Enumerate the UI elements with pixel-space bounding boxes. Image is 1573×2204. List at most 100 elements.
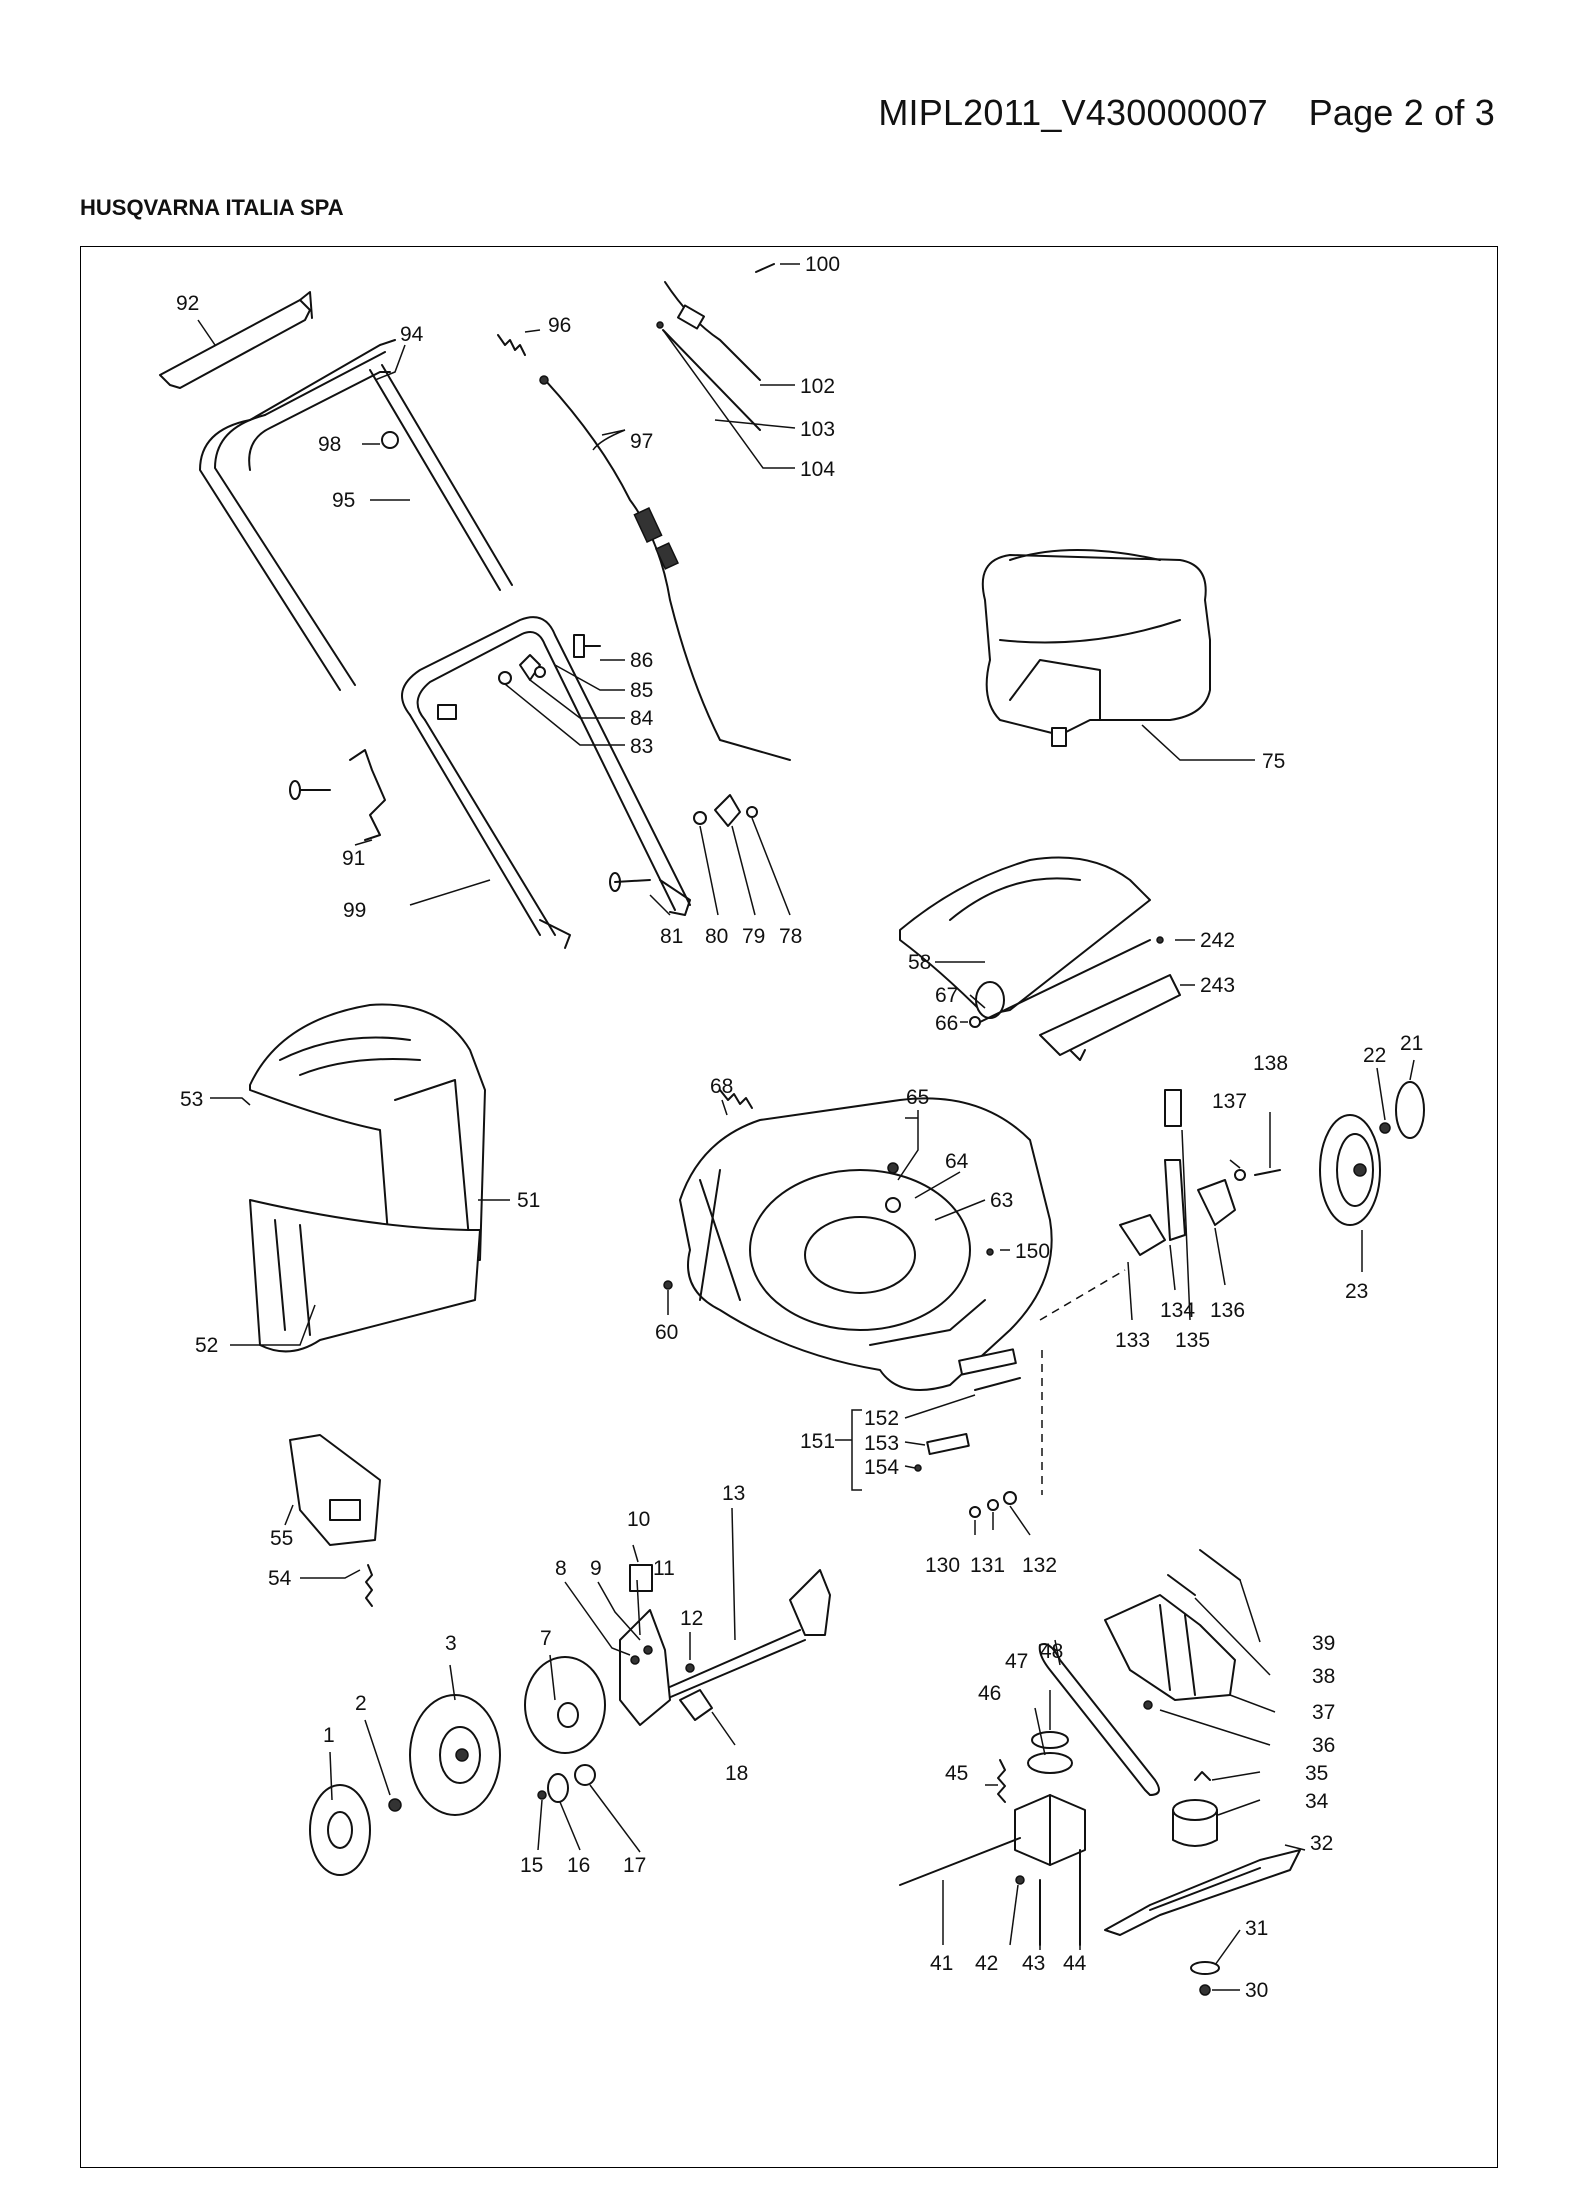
label-150: 150 [1015,1240,1050,1263]
pin-100 [755,263,775,273]
label-34: 34 [1305,1790,1329,1813]
handle-tube-95 [369,364,513,591]
label-48: 48 [1040,1640,1063,1663]
bolt-30 [1199,1984,1211,1996]
label-100: 100 [805,253,840,276]
label-60: 60 [655,1321,678,1344]
label-36: 36 [1312,1734,1335,1757]
pin-12 [685,1663,695,1673]
upper-handle-92 [159,291,313,389]
screw-154 [914,1464,922,1472]
label-138: 138 [1253,1052,1288,1075]
spring-45 [997,1759,1006,1803]
page-indicator: Page 2 of 3 [1308,92,1495,133]
document-number: MIPL2011_V430000007 [878,92,1268,133]
label-135: 135 [1175,1329,1210,1352]
label-32: 32 [1310,1832,1333,1855]
gear-7 [524,1656,606,1754]
label-3: 3 [445,1632,457,1655]
label-58: 58 [908,951,931,974]
label-137: 137 [1212,1090,1247,1113]
label-63: 63 [990,1189,1013,1212]
mower-deck-63 [679,1097,1053,1391]
label-9: 9 [590,1557,602,1580]
handle-tubes [199,339,396,691]
pulley-47 [1031,1731,1069,1749]
label-68: 68 [710,1075,733,1098]
bolt-81 [609,872,651,892]
label-91: 91 [342,847,365,870]
belt-48 [1038,1643,1160,1796]
rod-67 [979,939,1151,1023]
label-37: 37 [1312,1701,1335,1724]
blade-32 [1104,1849,1301,1936]
label-1: 1 [323,1724,335,1747]
nut-2 [388,1798,402,1812]
label-153: 153 [864,1432,899,1455]
document-id: MIPL2011_V430000007 Page 2 of 3 [878,92,1495,134]
bracket-11 [619,1609,671,1726]
label-7: 7 [540,1627,552,1650]
label-8: 8 [555,1557,567,1580]
label-46: 46 [978,1682,1001,1705]
grass-bag-52 [249,1199,481,1353]
label-132: 132 [1022,1554,1057,1577]
blade-adapter-34 [1172,1799,1218,1847]
label-11: 11 [653,1557,675,1580]
rear-wheel-23 [1319,1114,1381,1226]
flap-243 [1039,974,1181,1061]
label-66: 66 [935,1012,958,1035]
nut-22 [1379,1122,1391,1134]
label-83: 83 [630,735,653,758]
label-15: 15 [520,1854,543,1877]
pinion-16 [547,1773,569,1803]
label-43: 43 [1022,1952,1045,1975]
label-104: 104 [800,458,835,481]
washer-85 [534,666,546,678]
label-12: 12 [680,1607,703,1630]
pulley-46 [1027,1752,1073,1774]
label-47: 47 [1005,1650,1028,1673]
label-39: 39 [1312,1632,1335,1655]
bolt-86 [573,634,601,658]
gearbox [1014,1794,1086,1866]
bracket-91 [289,749,386,841]
label-136: 136 [1210,1299,1245,1322]
label-31: 31 [1245,1917,1268,1940]
key-35 [1194,1771,1211,1781]
washer-64 [885,1197,901,1213]
label-80: 80 [705,925,728,948]
screw-42 [1015,1875,1025,1885]
label-84: 84 [630,707,654,730]
shaft-41 [899,1837,1021,1886]
lever-134 [1164,1159,1186,1241]
bolt-138 [1254,1169,1281,1176]
label-242: 242 [1200,929,1235,952]
label-38: 38 [1312,1665,1335,1688]
label-52: 52 [195,1334,218,1357]
knob-79 [714,794,741,827]
label-92: 92 [176,292,199,315]
label-134: 134 [1160,1299,1195,1322]
spacer-66 [969,1016,981,1028]
bolt-65 [887,1162,899,1174]
label-86: 86 [630,649,653,672]
label-21: 21 [1400,1032,1423,1055]
label-131: 131 [970,1554,1005,1577]
label-13: 13 [722,1482,745,1505]
label-22: 22 [1363,1044,1386,1067]
front-wheel-3 [409,1694,501,1816]
label-23: 23 [1345,1280,1368,1303]
label-102: 102 [800,375,835,398]
label-133: 133 [1115,1329,1150,1352]
label-95: 95 [332,489,355,512]
label-96: 96 [548,314,571,337]
label-99: 99 [343,899,366,922]
flap-152 [974,1377,1021,1391]
label-16: 16 [567,1854,590,1877]
label-17: 17 [623,1854,646,1877]
label-30: 30 [1245,1979,1268,2002]
cover-37 [1104,1594,1236,1701]
label-85: 85 [630,679,653,702]
